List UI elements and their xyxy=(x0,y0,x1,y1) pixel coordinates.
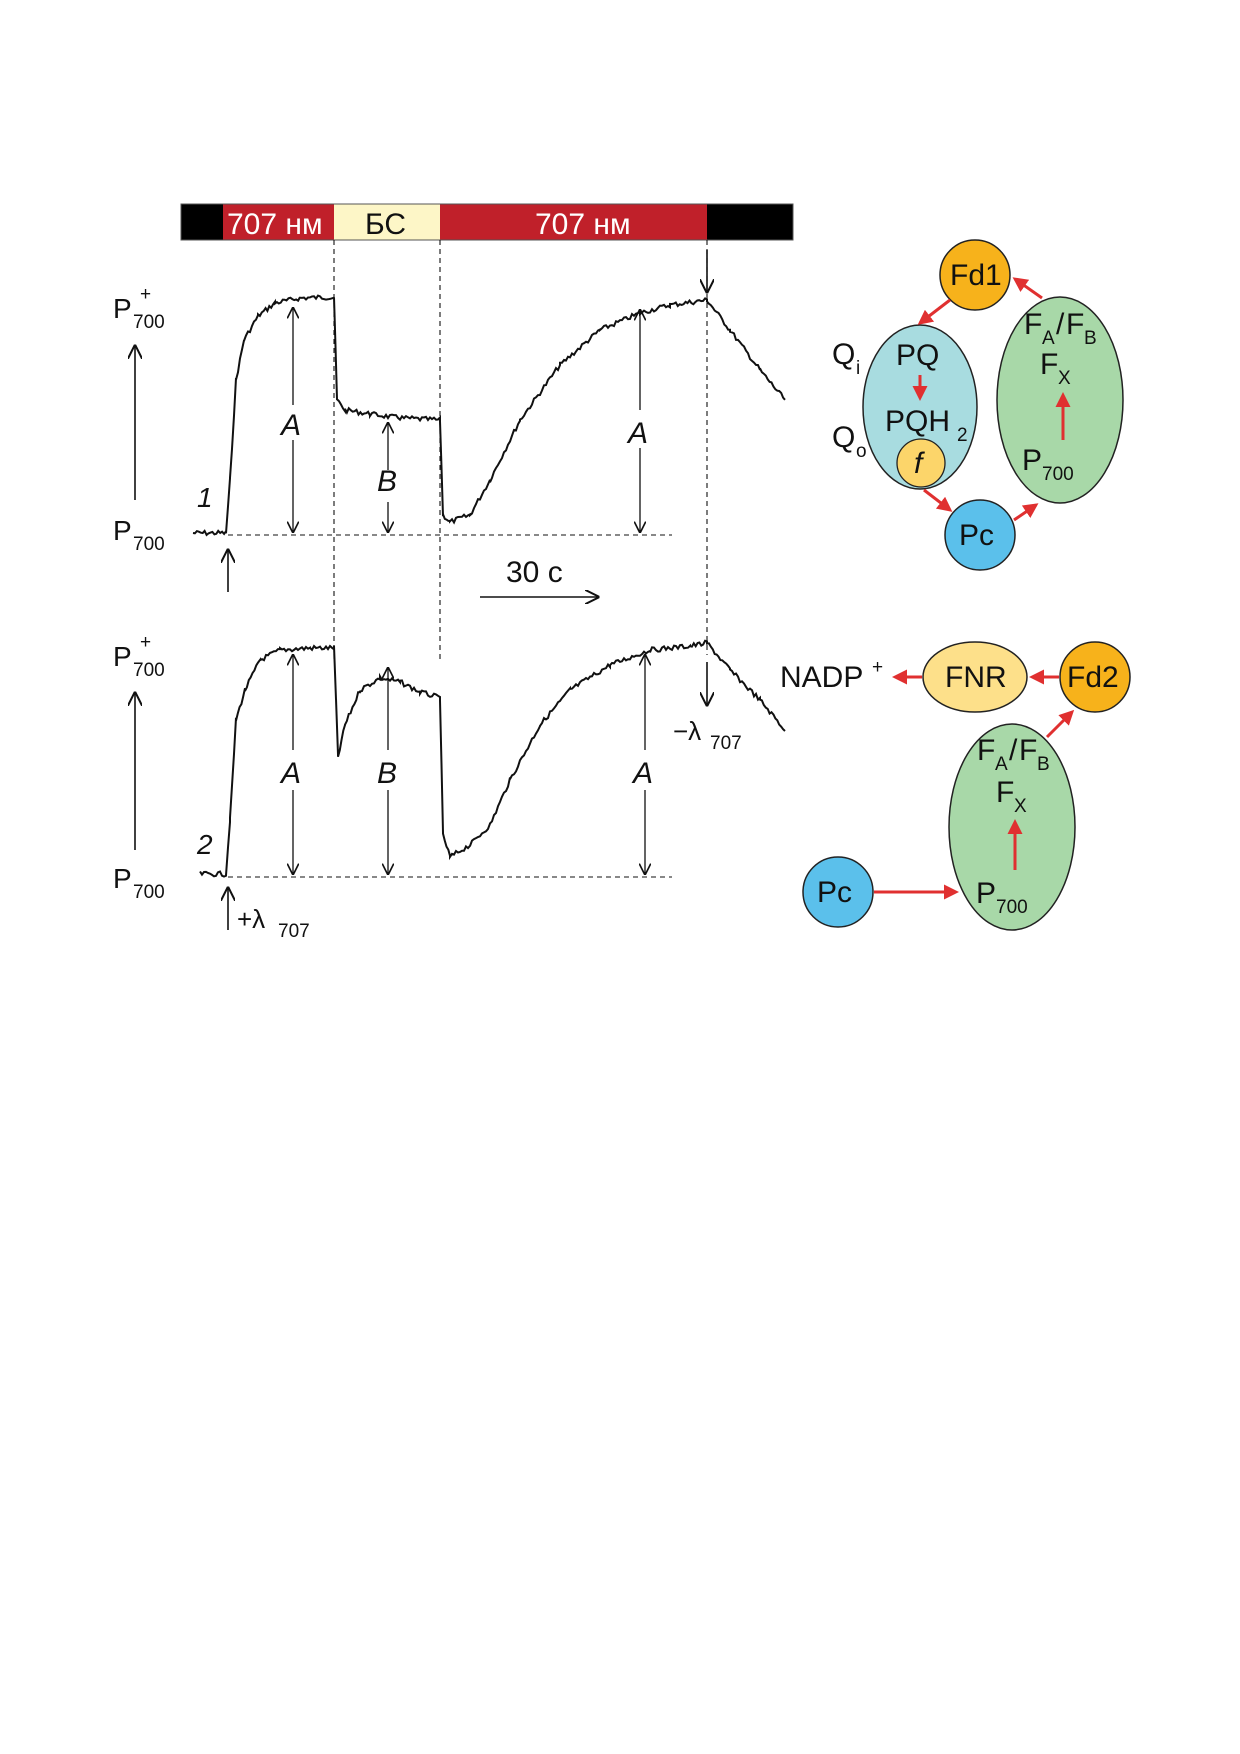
arrow-fafb-to-fd2 xyxy=(1045,709,1075,739)
svg-text:X: X xyxy=(1014,796,1027,817)
svg-text:700: 700 xyxy=(133,534,165,555)
svg-text:707: 707 xyxy=(278,921,310,942)
bar-label-white-light: БС xyxy=(365,208,406,241)
fnr-label: FNR xyxy=(945,661,1007,694)
amplitude-labels: A B A A B A xyxy=(279,409,653,790)
fa-fb-label-1: F xyxy=(1024,308,1042,341)
svg-text:F: F xyxy=(1066,308,1084,341)
time-scale-label: 30 с xyxy=(506,556,563,589)
arrow-cyt-to-pc xyxy=(923,488,953,512)
svg-text:2: 2 xyxy=(957,425,968,446)
svg-text:+: + xyxy=(872,657,883,678)
pqh2-label: PQH xyxy=(885,405,950,438)
bar-far-red-1 xyxy=(223,204,334,240)
fd2-label: Fd2 xyxy=(1067,661,1119,694)
p700-label-scheme-1: P xyxy=(1022,444,1042,477)
arrow-pc-to-p700 xyxy=(1013,503,1039,522)
svg-text:F: F xyxy=(1019,734,1037,767)
fx-label-2: F xyxy=(996,776,1014,809)
svg-text:700: 700 xyxy=(133,660,165,681)
time-scale: 30 с xyxy=(480,556,598,597)
p700-label-2: P xyxy=(113,863,132,894)
amplitude-a-2-left: A xyxy=(279,757,301,790)
bar-label-far-red-2: 707 нм xyxy=(535,208,631,241)
bar-dark-right xyxy=(707,204,793,240)
bar-label-far-red-1: 707 нм xyxy=(227,208,323,241)
svg-text:700: 700 xyxy=(133,312,165,333)
fd1-node xyxy=(939,239,1011,311)
svg-text:+: + xyxy=(140,632,151,653)
svg-text:o: o xyxy=(856,441,867,462)
qi-label: Q xyxy=(832,338,855,371)
trace-2-curve xyxy=(199,639,786,878)
pc-label-1: Pc xyxy=(959,519,994,552)
light-markers xyxy=(228,250,707,930)
svg-text:A: A xyxy=(995,754,1008,775)
light-on-label: +λ xyxy=(237,904,265,934)
p700-plus-label-2: P xyxy=(113,641,132,672)
svg-text:X: X xyxy=(1058,368,1071,389)
svg-text:A: A xyxy=(1042,328,1055,349)
light-bar: 707 нм БС 707 нм xyxy=(180,203,794,241)
pc-node-1 xyxy=(944,499,1016,571)
pc-node-2 xyxy=(802,856,874,928)
amplitude-arrows xyxy=(293,308,645,874)
trace-number-1: 1 xyxy=(197,482,213,513)
amplitude-b-2: B xyxy=(377,757,397,790)
trace-number-2: 2 xyxy=(196,829,213,860)
fa-fb-label-2: F xyxy=(977,734,995,767)
svg-text:700: 700 xyxy=(996,897,1028,918)
y-labels-trace-2: P + 700 P 700 2 xyxy=(113,632,213,903)
p700-plus-label-1: P xyxy=(113,293,132,324)
fd1-label: Fd1 xyxy=(950,259,1002,292)
pq-label: PQ xyxy=(896,339,939,372)
pc-label-2: Pc xyxy=(817,876,852,909)
nadp-label: NADP xyxy=(780,661,863,694)
amplitude-a-1-left: A xyxy=(279,409,301,442)
scheme-linear: NADP + FNR Fd2 F A / F B F X P 700 Pc xyxy=(780,641,1131,931)
bar-far-red-2 xyxy=(440,204,707,240)
p700-label-scheme-2: P xyxy=(976,877,996,910)
svg-text:B: B xyxy=(1037,754,1050,775)
svg-text:707: 707 xyxy=(710,733,742,754)
qo-label: Q xyxy=(832,421,855,454)
arrow-fafb-to-fd1 xyxy=(1012,277,1043,300)
amplitude-b-1: B xyxy=(377,465,397,498)
bar-white-light xyxy=(334,204,440,240)
svg-text:B: B xyxy=(1084,328,1097,349)
svg-text:700: 700 xyxy=(1042,464,1074,485)
svg-text:/: / xyxy=(1056,308,1065,341)
amplitude-a-2-right: A xyxy=(631,757,653,790)
y-labels-trace-1: P + 700 P 700 1 xyxy=(113,284,213,555)
svg-text:+: + xyxy=(140,284,151,305)
trace-1-curve xyxy=(192,294,786,537)
light-off-label: −λ xyxy=(673,716,701,746)
svg-text:/: / xyxy=(1009,734,1018,767)
fd2-node xyxy=(1059,641,1131,713)
svg-text:700: 700 xyxy=(133,882,165,903)
cyt-b6f-complex xyxy=(862,324,978,490)
bar-dark-left xyxy=(181,204,223,240)
fx-label-1: F xyxy=(1040,348,1058,381)
scheme-cyclic: Fd1 Pc f PQ PQH 2 Q i Q o F A / F B F X … xyxy=(832,239,1124,571)
f-label: f xyxy=(914,447,925,480)
svg-text:i: i xyxy=(856,358,860,379)
f-node xyxy=(896,438,946,488)
p700-label-1: P xyxy=(113,515,132,546)
fnr-node xyxy=(922,641,1028,713)
arrow-fd1-to-pq xyxy=(917,298,951,325)
amplitude-a-1-right: A xyxy=(626,417,648,450)
